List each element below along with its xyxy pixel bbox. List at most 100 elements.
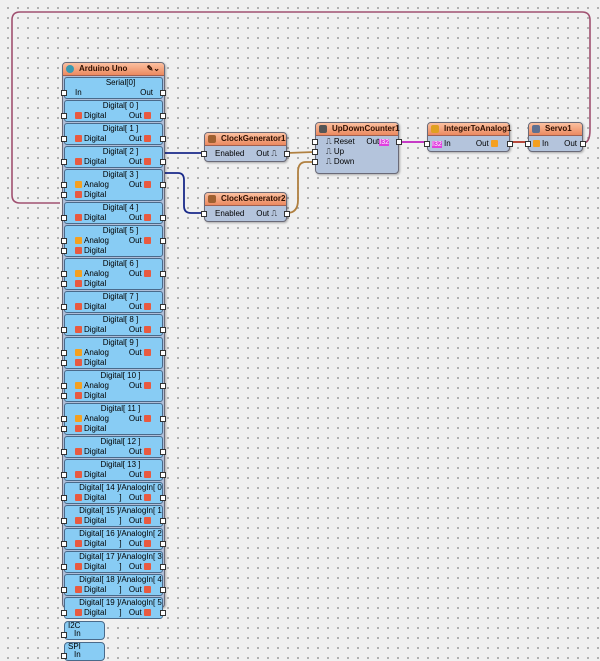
out-pin[interactable]	[160, 587, 166, 593]
clock2-out-pin[interactable]	[284, 211, 290, 217]
counter-out-label: Out	[366, 137, 380, 146]
pin-label: Digital[ 3 ]	[102, 170, 139, 179]
out-pin[interactable]	[160, 518, 166, 524]
out-pin[interactable]	[160, 215, 166, 221]
out-pin[interactable]	[160, 238, 166, 244]
counter-down-pin[interactable]	[312, 159, 318, 165]
digital-in-pin[interactable]	[61, 136, 67, 142]
i2a-in-pin[interactable]	[424, 141, 430, 147]
wire-clock2-to-down[interactable]	[286, 161, 314, 214]
out-pin[interactable]	[160, 610, 166, 616]
analog-in-pin[interactable]	[61, 182, 67, 188]
out-pin[interactable]	[160, 113, 166, 119]
spi-in-pin[interactable]	[61, 653, 67, 659]
out-pin[interactable]	[160, 159, 166, 165]
digital-in-pin[interactable]	[61, 281, 67, 287]
out-pin[interactable]	[160, 541, 166, 547]
out-pin[interactable]	[160, 136, 166, 142]
serial-out-pin[interactable]	[160, 90, 166, 96]
arduino-header[interactable]: Arduino Uno ✎⌄	[63, 63, 164, 76]
analog-in-pin[interactable]	[61, 238, 67, 244]
digital-in-pin[interactable]	[61, 495, 67, 501]
analog-icon	[491, 140, 498, 148]
digital-icon	[75, 303, 82, 311]
digital-in-pin[interactable]	[61, 610, 67, 616]
analog-in-pin[interactable]	[61, 416, 67, 422]
out-pin[interactable]	[160, 472, 166, 478]
digital-in-pin[interactable]	[61, 215, 67, 221]
counter-up-pin[interactable]	[312, 149, 318, 155]
digital-in-pin[interactable]	[61, 248, 67, 254]
analog-icon	[75, 382, 82, 390]
clock1-enabled-label: Enabled	[215, 149, 245, 158]
wire-servo-to-digital4[interactable]	[11, 11, 591, 204]
servo-header[interactable]: Servo1	[529, 123, 582, 136]
digital-in-pin[interactable]	[61, 393, 67, 399]
digital-in-pin[interactable]	[61, 192, 67, 198]
i2c-in-pin[interactable]	[61, 632, 67, 638]
out-pin[interactable]	[160, 271, 166, 277]
digital-in-pin[interactable]	[61, 159, 67, 165]
out-pin[interactable]	[160, 182, 166, 188]
pulse-icon: ⎍	[271, 209, 277, 218]
digital-icon	[75, 326, 82, 334]
counter-reset-pin[interactable]	[312, 139, 318, 145]
out-label: Out	[128, 585, 142, 594]
digital-in-pin[interactable]	[61, 113, 67, 119]
settings-icon[interactable]: ✎⌄	[146, 64, 160, 73]
digital-in-pin[interactable]	[61, 426, 67, 432]
digital-in-pin[interactable]	[61, 360, 67, 366]
clock1-out-pin[interactable]	[284, 151, 290, 157]
i2a-header[interactable]: IntegerToAnalog1	[428, 123, 511, 136]
digital-in-pin[interactable]	[61, 587, 67, 593]
digital-in-pin[interactable]	[61, 564, 67, 570]
counter-out-pin[interactable]	[396, 139, 402, 145]
pin-label: Digital[ 5 ]	[102, 226, 139, 235]
clock1-header[interactable]: ClockGenerator1	[205, 133, 286, 146]
wire-digital3-to-clock2[interactable]	[165, 172, 203, 214]
servo-in-pin[interactable]	[525, 141, 531, 147]
digital-icon	[75, 586, 82, 594]
digital-in-pin[interactable]	[61, 449, 67, 455]
digital-in-pin[interactable]	[61, 541, 67, 547]
arduino-title: Arduino Uno	[79, 64, 128, 73]
analog-icon	[533, 140, 540, 148]
out-label: Out	[128, 470, 142, 479]
servo-out-pin[interactable]	[580, 141, 586, 147]
out-pin[interactable]	[160, 383, 166, 389]
out-pin[interactable]	[160, 449, 166, 455]
analog-in-pin[interactable]	[61, 271, 67, 277]
clock2-header[interactable]: ClockGenerator2	[205, 193, 286, 206]
digital-in-pin[interactable]	[61, 472, 67, 478]
out-pin[interactable]	[160, 564, 166, 570]
clock2-title: ClockGenerator2	[221, 194, 286, 203]
clock1-enabled-pin[interactable]	[201, 151, 207, 157]
digital-icon	[144, 517, 151, 525]
out-pin[interactable]	[160, 350, 166, 356]
digital-label: Digital	[84, 134, 107, 143]
pin-label: Digital[ 9 ]	[102, 338, 139, 347]
digital-in-pin[interactable]	[61, 518, 67, 524]
wire-clock1-to-up[interactable]	[286, 151, 315, 154]
digital-in-pin[interactable]	[61, 327, 67, 333]
out-pin[interactable]	[160, 416, 166, 422]
out-pin[interactable]	[160, 327, 166, 333]
counter-header[interactable]: UpDownCounter1	[316, 123, 400, 136]
out-pin[interactable]	[160, 495, 166, 501]
digital-icon	[75, 392, 82, 400]
digital-in-pin[interactable]	[61, 304, 67, 310]
serial-in-pin[interactable]	[61, 90, 67, 96]
analog-in-pin[interactable]	[61, 350, 67, 356]
pin-label: Digital[ 4 ]	[102, 203, 139, 212]
clock2-enabled-pin[interactable]	[201, 211, 207, 217]
i2a-out-pin[interactable]	[507, 141, 513, 147]
out-pin[interactable]	[160, 304, 166, 310]
analog-in-pin[interactable]	[61, 383, 67, 389]
